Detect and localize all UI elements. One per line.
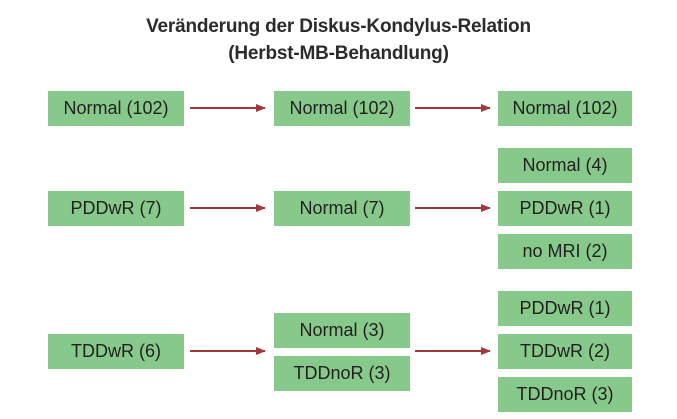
diagram-title-line1: Veränderung der Diskus-Kondylus-Relation bbox=[146, 16, 531, 37]
row3-end-box-2: TDDwR (2) bbox=[498, 334, 632, 369]
row2-middle-box: Normal (7) bbox=[274, 191, 410, 226]
diagram-title-line2: (Herbst-MB-Behandlung) bbox=[228, 43, 449, 64]
row1-start-box: Normal (102) bbox=[48, 91, 184, 126]
row3-end-box-3: TDDnoR (3) bbox=[498, 377, 632, 412]
row2-end-box-1: Normal (4) bbox=[498, 148, 632, 183]
row2-start-box: PDDwR (7) bbox=[48, 191, 184, 226]
row3-end-box-1: PDDwR (1) bbox=[498, 291, 632, 326]
row3-start-box: TDDwR (6) bbox=[48, 334, 184, 369]
row2-end-box-3: no MRI (2) bbox=[498, 234, 632, 269]
row1-end-box: Normal (102) bbox=[498, 91, 632, 126]
row3-middle-box-2: TDDnoR (3) bbox=[274, 356, 410, 391]
row2-end-box-2: PDDwR (1) bbox=[498, 191, 632, 226]
row1-middle-box: Normal (102) bbox=[274, 91, 410, 126]
row3-middle-box-1: Normal (3) bbox=[274, 313, 410, 348]
